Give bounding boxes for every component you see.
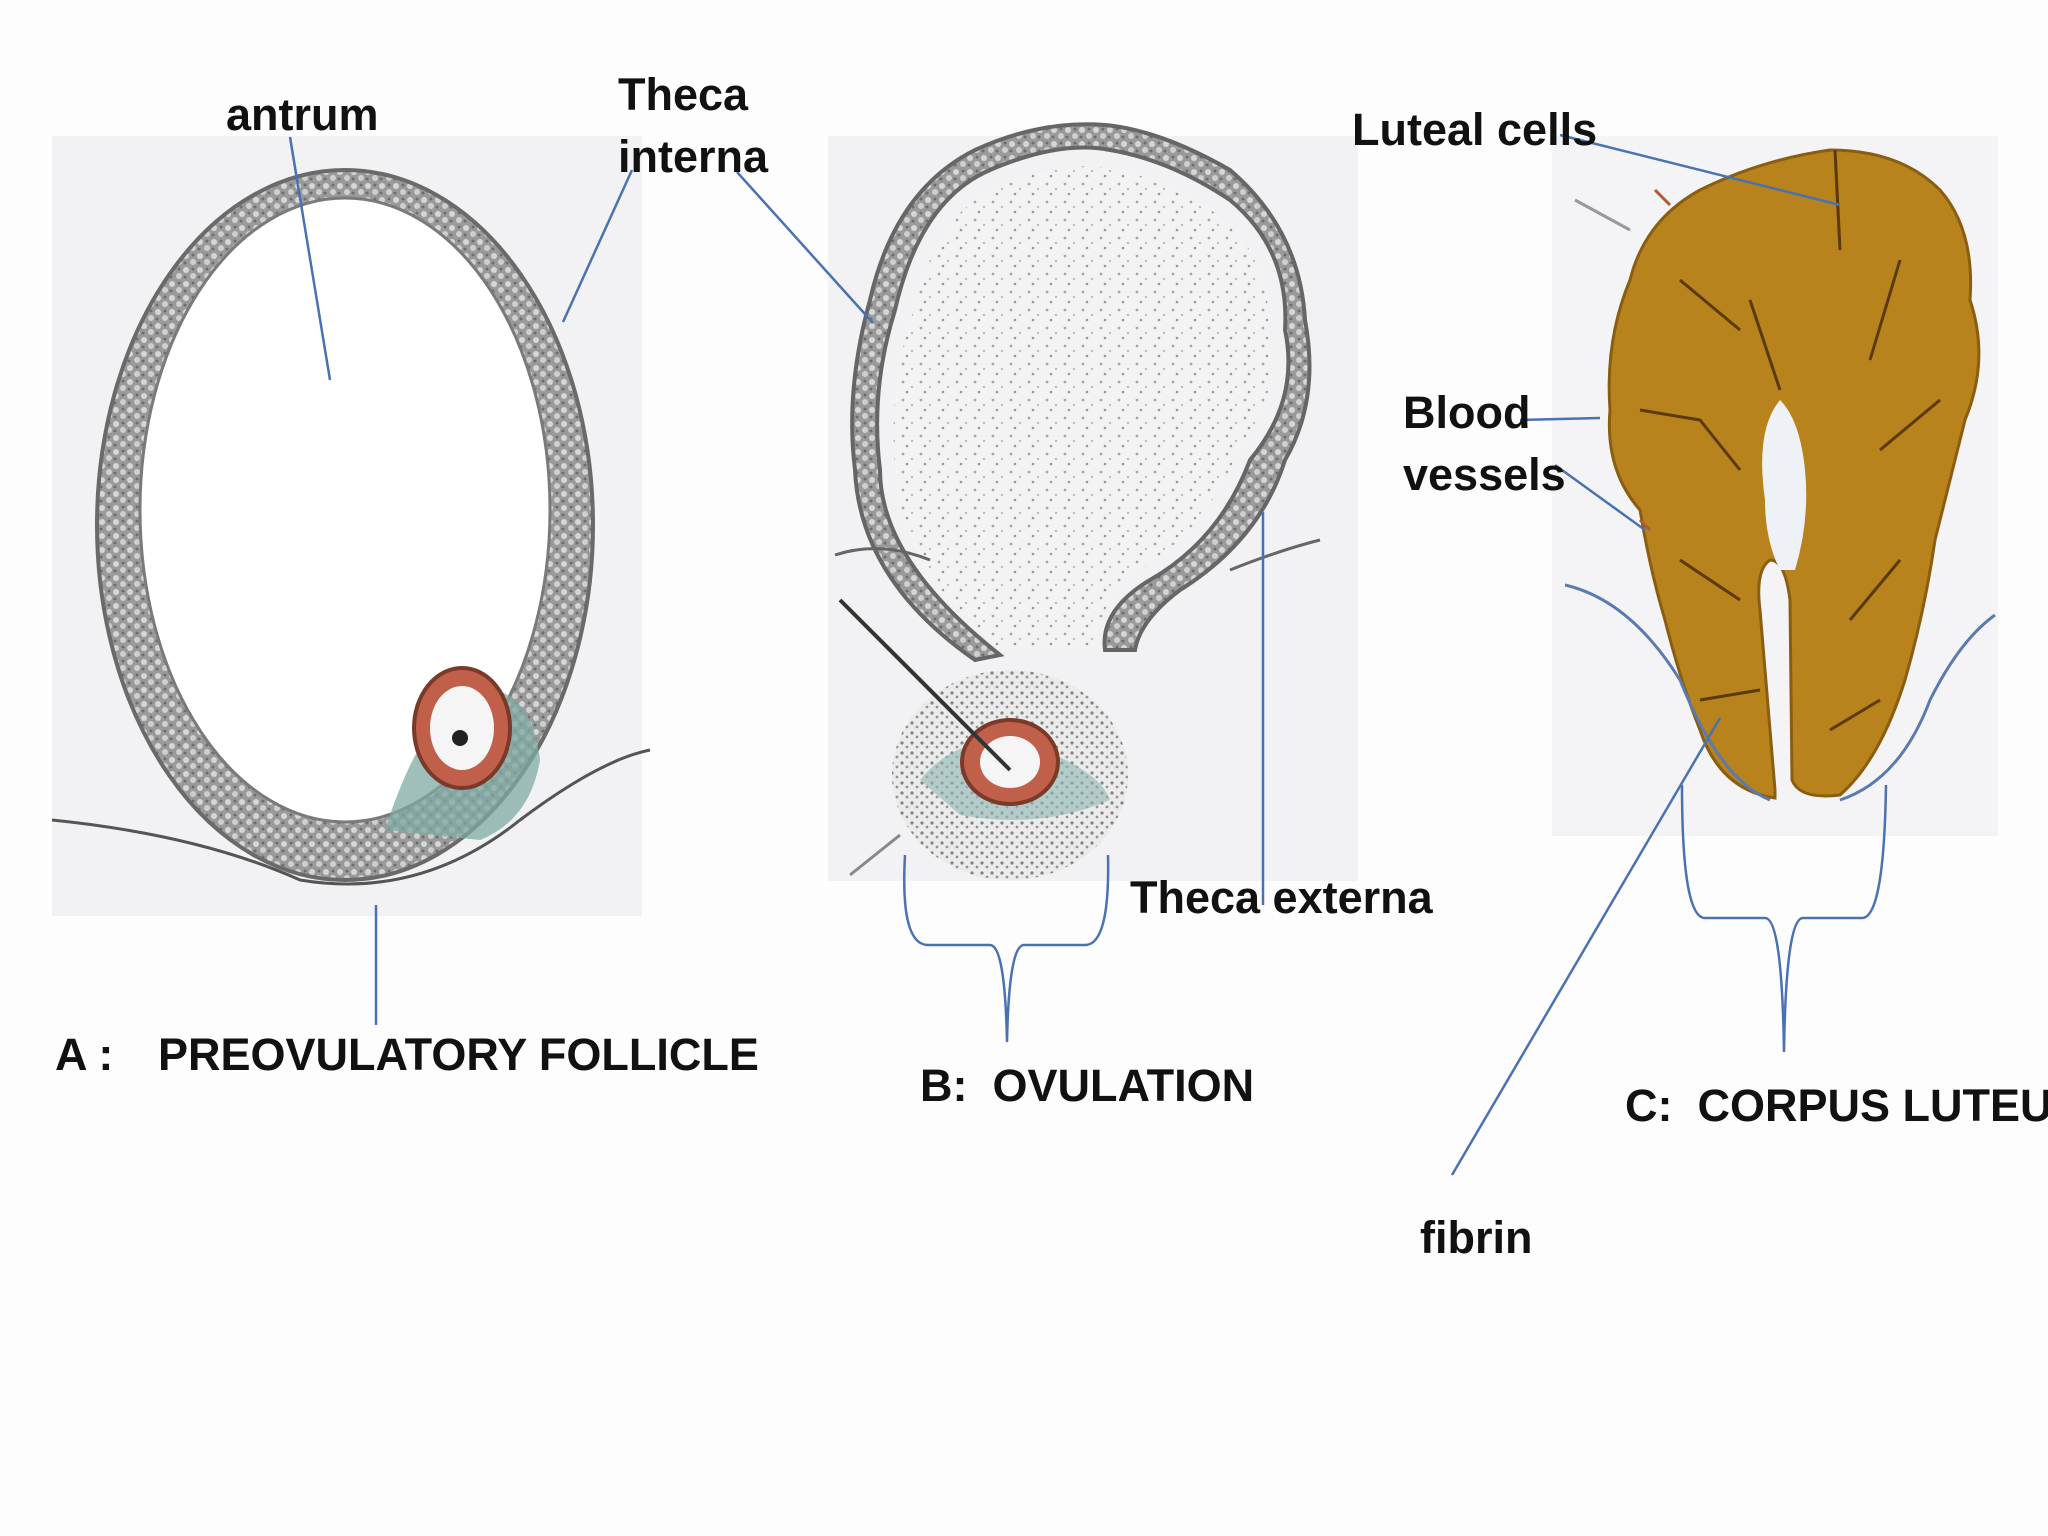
ovary-surface-line-b-bottom	[849, 833, 901, 877]
ruptured-follicle-wall	[850, 122, 1312, 663]
follicular-fluid	[893, 166, 1272, 650]
theca-interna-leader-a	[561, 169, 634, 323]
theca-interna-label-line1: Theca	[618, 69, 749, 120]
antrum-label: antrum	[226, 89, 379, 140]
ovulation-illustration	[828, 122, 1358, 881]
leader-lines	[288, 133, 1888, 1176]
oocyte-b-pointer	[838, 598, 1012, 772]
antrum-cavity	[138, 196, 552, 824]
blood-vessel-stub-1	[1574, 198, 1631, 232]
luteal-cells-leader	[1559, 133, 1841, 207]
central-cavity	[1762, 400, 1807, 570]
blood-vessels-leader-2	[1554, 463, 1646, 532]
luteal-cells-label: Luteal cells	[1352, 104, 1598, 155]
blood-vessels-leader-1	[1519, 416, 1601, 422]
oocyte-a-zona	[430, 686, 494, 770]
caption-a-letter: A :	[55, 1029, 114, 1080]
luteal-cell-fissures	[1639, 149, 1941, 732]
caption-c: C: CORPUS LUTEUM	[1625, 1080, 2048, 1131]
ovary-surface-line-c-right	[1839, 613, 1996, 802]
fibrin-leader	[1450, 717, 1722, 1176]
ovary-surface-line-b-right	[1229, 538, 1321, 572]
preovulatory-follicle-illustration	[51, 136, 651, 916]
ovary-surface-line-b-left	[834, 547, 931, 562]
blood-vessels-label-line1: Blood	[1403, 387, 1531, 438]
fibrin-label: fibrin	[1420, 1212, 1533, 1263]
theca-interna-leader-b	[736, 171, 874, 324]
oocyte-b-zona	[980, 736, 1040, 788]
brace-b	[903, 854, 1110, 1043]
blood-vessel-stub-3	[1638, 518, 1652, 532]
ovary-surface-line-a	[51, 748, 651, 886]
brace-c	[1680, 784, 1888, 1053]
ovary-surface-line-c-left	[1564, 583, 1771, 802]
theca-interna-label-line2: interna	[618, 131, 769, 182]
antrum-leader	[288, 136, 332, 381]
theca-externa-label: Theca externa	[1130, 872, 1433, 923]
corpus-luteum-illustration	[1552, 136, 1998, 836]
caption-b: B: OVULATION	[920, 1060, 1255, 1111]
caption-a-title: PREOVULATORY FOLLICLE	[158, 1029, 759, 1080]
blood-vessel-stub-2	[1653, 188, 1672, 207]
blood-vessels-label-line2: vessels	[1403, 449, 1566, 500]
oocyte-a-nucleus	[452, 730, 468, 746]
